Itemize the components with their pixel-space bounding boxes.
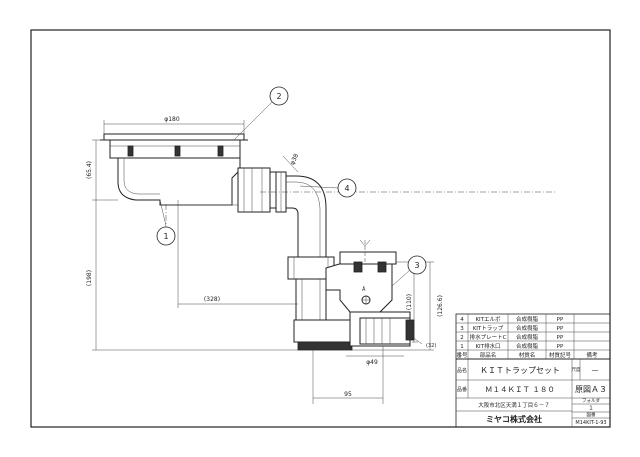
part-material: 合成樹脂 (516, 333, 539, 341)
part-no: 2 (460, 335, 464, 341)
drawing-no: M14KIT-1-93 (575, 420, 606, 426)
part-material: 合成樹脂 (516, 315, 539, 323)
drawing-no-label: 図番 (587, 411, 596, 418)
part-name: KIT排水口 (475, 342, 500, 350)
part-no: 3 (460, 326, 464, 332)
dim-dia-49: φ49 (366, 359, 378, 366)
part-no: 1 (460, 344, 464, 350)
balloon-3: 3 (414, 261, 419, 270)
address: 大阪市北区天満１丁目６－７ (478, 401, 550, 409)
balloon-2: 2 (276, 92, 281, 101)
dim-198: (198) (86, 270, 93, 286)
dimension-lines (92, 120, 556, 404)
drain-outlet-part1 (100, 133, 281, 213)
product-name: ＫＩＴトラップセット (480, 366, 560, 375)
dim-65-4: (65.4) (86, 161, 93, 179)
part-material: 合成樹脂 (516, 324, 539, 332)
col-header-name: 部品名 (480, 351, 497, 359)
part-code: PP (557, 326, 564, 332)
part-name: KITトラップ (473, 325, 504, 332)
balloon-1: 1 (163, 232, 168, 241)
number-label: 品番 (457, 386, 467, 393)
col-header-material: 材質名 (519, 351, 536, 359)
trap-part3: Å (287, 239, 415, 351)
part-name: 排水プレートC (470, 333, 507, 341)
company-name: ミヤコ株式会社 (486, 414, 542, 424)
sheet-border (30, 29, 611, 428)
scale-label: 尺度 (572, 366, 581, 373)
dim-dia-38: φ38 (289, 152, 300, 166)
elbow-part4 (275, 171, 327, 263)
balloon-4: 4 (344, 184, 349, 193)
part-code: PP (557, 335, 564, 341)
dim-110: (110) (406, 294, 413, 310)
dim-126-6: (126.6) (437, 295, 444, 317)
part-name: KITエルボ (475, 315, 501, 323)
sheet-size: 原図Ａ３ (575, 385, 607, 394)
folder-label: フォルダ (582, 397, 600, 404)
part-code: PP (557, 344, 564, 350)
title-block (455, 358, 611, 428)
balloons (156, 86, 427, 287)
part-material: 合成樹脂 (516, 342, 539, 350)
dim-95: 95 (344, 391, 352, 398)
product-number: Ｍ１４ＫＩＴ １８０ (485, 385, 555, 394)
svg-text:Å: Å (362, 286, 366, 293)
name-label: 品名 (457, 367, 467, 374)
dim-dia-180: φ180 (164, 116, 180, 123)
part-code: PP (557, 317, 564, 323)
dim-328: (328) (204, 296, 220, 303)
col-header-code: 材質記号 (549, 351, 572, 359)
col-header-note: 備考 (586, 351, 598, 359)
part-no: 4 (460, 317, 464, 323)
dim-32: (32) (426, 343, 436, 349)
scale-value: — (592, 366, 599, 374)
folder-value: １ (588, 405, 594, 412)
col-header-no: 番号 (456, 352, 468, 359)
